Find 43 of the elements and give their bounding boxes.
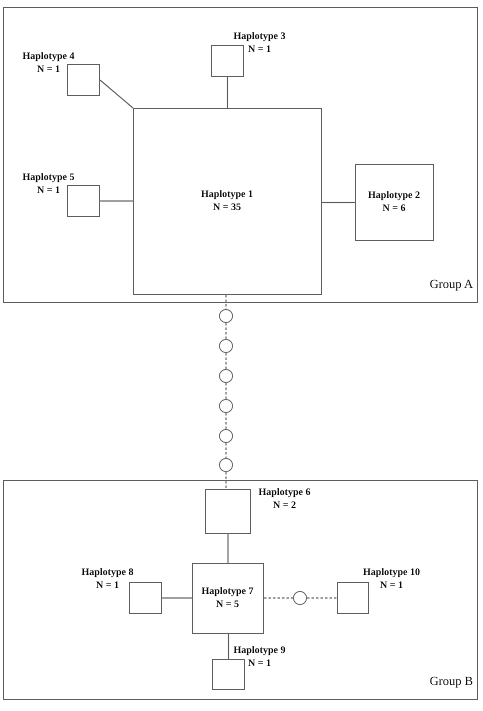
connector-line [162, 597, 192, 599]
dashed-connector-line [225, 323, 227, 339]
group-label: Group B [430, 674, 473, 689]
haplotype-name: Haplotype 1 [201, 188, 253, 201]
dashed-connector-line [264, 597, 293, 599]
haplotype-name: Haplotype 6 [258, 486, 310, 499]
dashed-connector-line [225, 295, 227, 309]
sample-count: N = 1 [96, 579, 119, 592]
connector-line [226, 77, 228, 108]
dashed-connector-line [307, 597, 337, 599]
connector-line [227, 534, 229, 563]
connector-line [322, 202, 355, 204]
sample-count: N = 2 [273, 499, 296, 512]
sample-count: N = 1 [37, 63, 60, 76]
haplotype-name: Haplotype 3 [234, 30, 286, 43]
group-label: Group A [430, 277, 473, 292]
haplotype-name: Haplotype 10 [363, 566, 420, 579]
haplotype-box [132, 108, 322, 294]
dashed-connector-line [225, 472, 227, 489]
group-panel [3, 7, 478, 303]
haplotype-name: Haplotype 8 [82, 566, 134, 579]
connector-line [100, 200, 133, 202]
sample-count: N = 1 [37, 184, 60, 198]
sample-count: N = 1 [380, 579, 403, 592]
dashed-connector-line [225, 353, 227, 369]
dashed-connector-line [225, 443, 227, 458]
connector-line [228, 634, 230, 659]
connector-line [100, 80, 134, 108]
haplotype-box [192, 562, 264, 634]
haplotype-name: Haplotype 2 [368, 188, 420, 202]
haplotype-name: Haplotype 5 [22, 170, 74, 184]
sample-count: N = 1 [248, 657, 271, 670]
haplotype-box [354, 164, 434, 240]
haplotype-name: Haplotype 9 [234, 644, 286, 657]
haplotype-name: Haplotype 4 [22, 50, 74, 63]
sample-count: N = 1 [248, 43, 271, 56]
dashed-connector-line [225, 383, 227, 399]
sample-count: N = 35 [213, 201, 241, 214]
sample-count: N = 6 [382, 202, 406, 216]
group-panel [3, 480, 478, 700]
haplotype-name: Haplotype 7 [202, 584, 254, 598]
dashed-connector-line [225, 413, 227, 429]
sample-count: N = 5 [216, 598, 239, 612]
